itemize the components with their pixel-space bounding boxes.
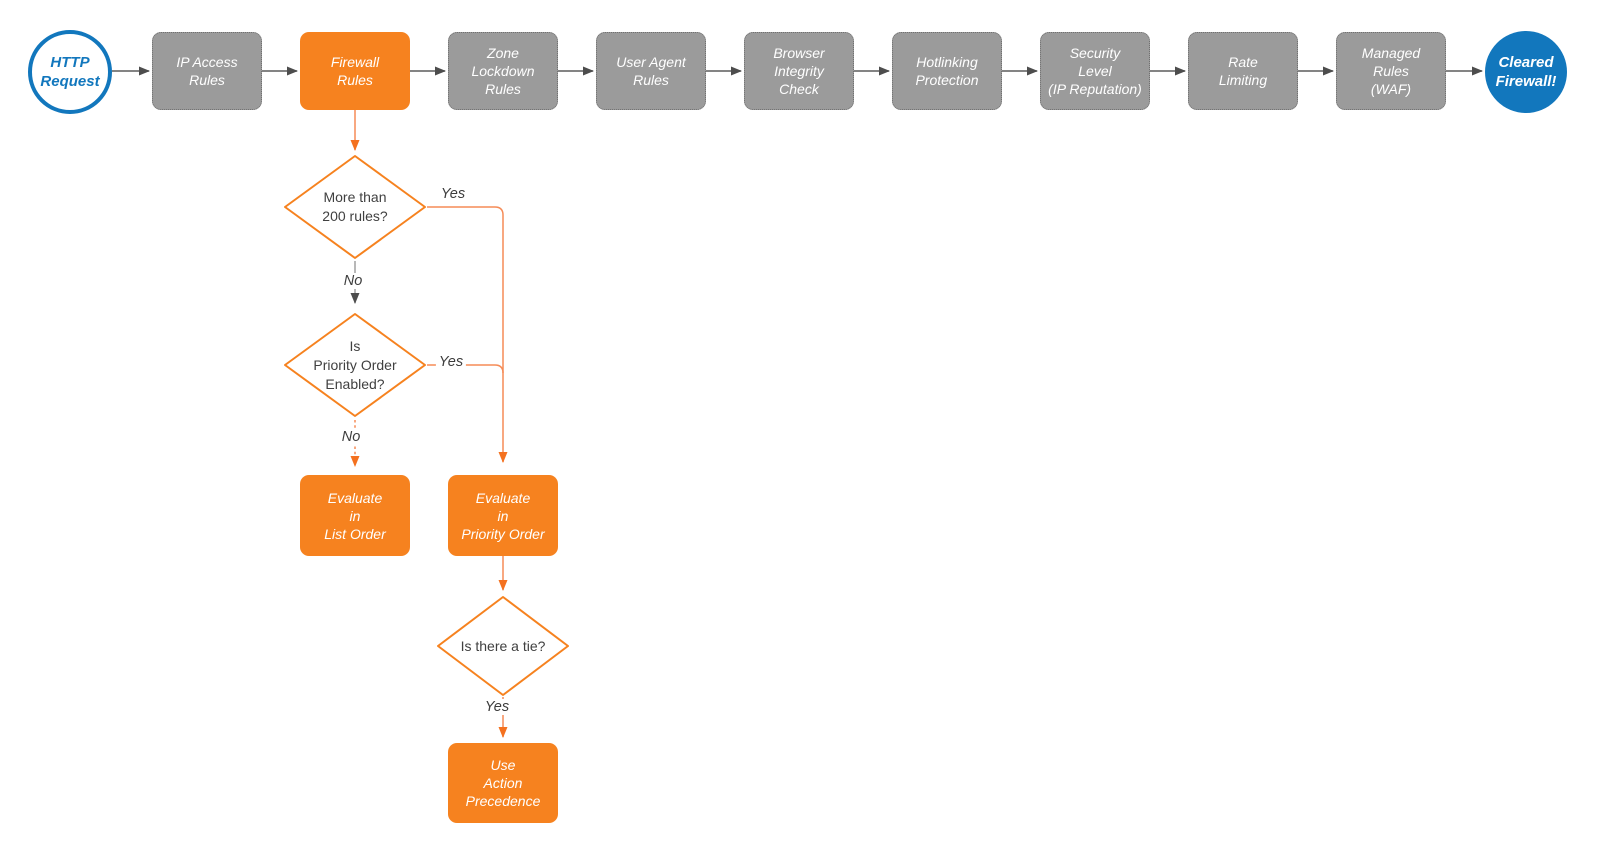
step-label: Browser Integrity Check (773, 45, 825, 97)
outcome-label: Evaluate in Priority Order (461, 489, 545, 542)
outcome-evaluate-in-priority-order: Evaluate in Priority Order (448, 475, 558, 556)
step-ip-access-rules: IP Access Rules (152, 32, 262, 110)
outcome-evaluate-in-list-order: Evaluate in List Order (300, 475, 410, 556)
decision-question: Is there a tie? (460, 637, 546, 654)
start-node-http-request: HTTP Request (28, 30, 112, 114)
decision-question: More than 200 rules? (322, 189, 388, 224)
step-label: Rate Limiting (1218, 54, 1268, 88)
step-managed-rules-waf: Managed Rules (WAF) (1336, 32, 1446, 110)
edge-label-yes-1: Yes (437, 186, 469, 202)
decision-priority-order-enabled: Is Priority Order Enabled? (283, 312, 427, 418)
outcome-label: Use Action Precedence (465, 757, 541, 809)
step-browser-integrity-check: Browser Integrity Check (744, 32, 854, 110)
step-firewall-rules: Firewall Rules (300, 32, 410, 110)
step-label: IP Access Rules (176, 54, 238, 88)
start-node-label: HTTP Request (40, 54, 100, 90)
decision-is-there-a-tie: Is there a tie? (436, 595, 570, 697)
step-user-agent-rules: User Agent Rules (596, 32, 706, 110)
diamond-shape (437, 596, 569, 696)
edge-label-no-1: No (340, 273, 366, 289)
edge-decision1-yes (427, 206, 508, 463)
step-label: User Agent Rules (616, 54, 686, 88)
diamond-shape (284, 155, 426, 259)
step-zone-lockdown-rules: Zone Lockdown Rules (448, 32, 558, 110)
step-label: Managed Rules (WAF) (1361, 45, 1421, 97)
edge-decision2-yes (427, 364, 504, 374)
step-rate-limiting: Rate Limiting (1188, 32, 1298, 110)
diamond-shape (284, 313, 426, 417)
end-node-label: Cleared Firewall! (1495, 54, 1557, 90)
step-security-level: Security Level (IP Reputation) (1040, 32, 1150, 110)
step-label: Firewall Rules (330, 54, 380, 88)
outcome-use-action-precedence: Use Action Precedence (448, 743, 558, 823)
step-label: Hotlinking Protection (915, 54, 979, 88)
step-hotlinking-protection: Hotlinking Protection (892, 32, 1002, 110)
decision-more-than-200-rules: More than 200 rules? (283, 154, 427, 260)
step-label: Security Level (IP Reputation) (1048, 45, 1142, 97)
end-node-cleared-firewall: Cleared Firewall! (1485, 31, 1567, 113)
step-label: Zone Lockdown Rules (471, 45, 535, 97)
edge-label-yes-3: Yes (481, 699, 513, 715)
edge-label-yes-2: Yes (435, 354, 467, 370)
decision-question: Is Priority Order Enabled? (313, 337, 397, 392)
edge-label-no-2: No (338, 429, 364, 445)
outcome-label: Evaluate in List Order (324, 489, 386, 542)
